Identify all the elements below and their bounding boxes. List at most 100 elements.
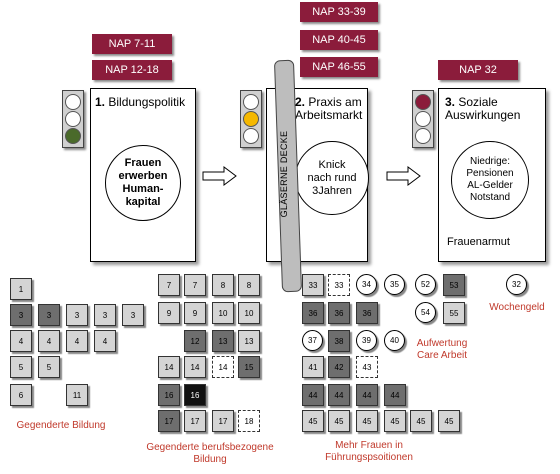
nap-square: 36 (328, 302, 350, 324)
nap-square: 38 (328, 330, 350, 352)
nap-square: 1 (10, 278, 32, 300)
nap-square: 3 (38, 304, 60, 326)
nap-square: 53 (443, 274, 465, 296)
nap-badge-33-39: NAP 33-39 (300, 2, 378, 22)
nap-square: 17 (212, 410, 234, 432)
frauenarmut-label: Frauenarmut (447, 236, 510, 248)
arrow-right-icon (386, 166, 421, 186)
nap-square: 44 (384, 384, 406, 406)
nap-square: 44 (356, 384, 378, 406)
panel-title: Praxis am Arbeitsmarkt (295, 95, 363, 122)
nap-square: 41 (302, 356, 324, 378)
label-care-arbeit: Aufwertung Care Arbeit (416, 338, 468, 361)
nap-square: 17 (184, 410, 206, 432)
nap-square: 6 (10, 384, 32, 406)
lamp-top (65, 94, 81, 110)
circle-niedrige: Niedrige: Pensionen AL-Gelder Notstand (451, 141, 529, 219)
lamp-top (243, 94, 259, 110)
nap-square: 13 (238, 330, 260, 352)
nap-circle: 39 (356, 330, 377, 351)
nap-square: 10 (238, 302, 260, 324)
label-gegenderte-bildung: Gegenderte Bildung (16, 420, 106, 431)
circle-frauen-humankapital: Frauen erwerben Human-kapital (105, 145, 181, 221)
nap-square: 55 (443, 302, 465, 324)
nap-square: 8 (212, 274, 234, 296)
panel-bildungspolitik: 1. Bildungspolitik Frauen erwerben Human… (90, 88, 196, 262)
nap-square: 4 (38, 330, 60, 352)
lamp-bottom (415, 128, 431, 144)
nap-circle: 32 (506, 274, 527, 295)
traffic-light-1 (62, 90, 84, 148)
nap-square: 7 (184, 274, 206, 296)
nap-square: 45 (410, 410, 432, 432)
nap-square: 5 (38, 356, 60, 378)
nap-square: 14 (212, 356, 234, 378)
lamp-middle (65, 111, 81, 127)
nap-square: 11 (66, 384, 88, 406)
nap-square: 12 (184, 330, 206, 352)
nap-circle: 40 (384, 330, 405, 351)
nap-circle: 35 (384, 274, 405, 295)
circle-text: Knick nach rund 3Jahren (307, 158, 357, 197)
nap-badge-12-18: NAP 12-18 (92, 60, 172, 80)
nap-square: 4 (94, 330, 116, 352)
nap-square: 3 (10, 304, 32, 326)
nap-square: 42 (328, 356, 350, 378)
nap-square: 45 (328, 410, 350, 432)
nap-square: 16 (184, 384, 206, 406)
nap-square: 33 (302, 274, 324, 296)
nap-square: 10 (212, 302, 234, 324)
nap-square: 7 (158, 274, 180, 296)
nap-square: 9 (158, 302, 180, 324)
nap-square: 3 (94, 304, 116, 326)
nap-square: 45 (384, 410, 406, 432)
glaeserne-decke-label: GLÄSERNE DECKE (279, 130, 289, 218)
nap-square: 16 (158, 384, 180, 406)
lamp-bottom (243, 128, 259, 144)
nap-square: 44 (302, 384, 324, 406)
nap-square: 45 (356, 410, 378, 432)
nap-square: 4 (66, 330, 88, 352)
panel-number: 2. (295, 95, 306, 109)
nap-square: 8 (238, 274, 260, 296)
circle-knick: Knick nach rund 3Jahren (295, 141, 369, 215)
nap-square: 9 (184, 302, 206, 324)
traffic-light-2 (240, 90, 262, 148)
nap-square: 44 (328, 384, 350, 406)
nap-square: 14 (158, 356, 180, 378)
nap-square: 45 (302, 410, 324, 432)
lamp-yellow-lit (243, 111, 259, 127)
circle-text: Frauen erwerben Human-kapital (118, 157, 168, 208)
nap-square: 33 (328, 274, 350, 296)
traffic-light-3 (412, 90, 434, 148)
panel-number: 1. (95, 95, 106, 109)
nap-square: 3 (66, 304, 88, 326)
lamp-middle (415, 111, 431, 127)
nap-badge-32: NAP 32 (438, 60, 518, 80)
lamp-green-lit (65, 128, 81, 144)
nap-square: 3 (122, 304, 144, 326)
nap-circle: 52 (415, 274, 436, 295)
nap-square: 14 (184, 356, 206, 378)
nap-square: 36 (356, 302, 378, 324)
nap-square: 5 (10, 356, 32, 378)
arrow-right-icon (202, 166, 237, 186)
nap-badge-7-11: NAP 7-11 (92, 34, 172, 54)
nap-square: 4 (10, 330, 32, 352)
nap-square: 15 (238, 356, 260, 378)
nap-square: 43 (356, 356, 378, 378)
label-berufsbezogene-bildung: Gegenderte berufsbezogene Bildung (146, 442, 274, 465)
nap-badge-46-55: NAP 46-55 (300, 57, 378, 77)
circle-text: Niedrige: Pensionen AL-Gelder Notstand (466, 156, 514, 203)
nap-square: 45 (438, 410, 460, 432)
panel-title: Bildungspolitik (108, 95, 186, 109)
nap-circle: 37 (302, 330, 323, 351)
nap-square: 18 (238, 410, 260, 432)
panel-number: 3. (445, 95, 456, 109)
lamp-red-lit (415, 94, 431, 110)
panel-soziale-auswirkungen: 3. Soziale Auswirkungen Niedrige: Pensio… (438, 88, 546, 262)
nap-square: 13 (212, 330, 234, 352)
nap-circle: 34 (356, 274, 377, 295)
panel-title: Soziale Auswirkungen (445, 95, 521, 122)
nap-badge-40-45: NAP 40-45 (300, 30, 378, 50)
